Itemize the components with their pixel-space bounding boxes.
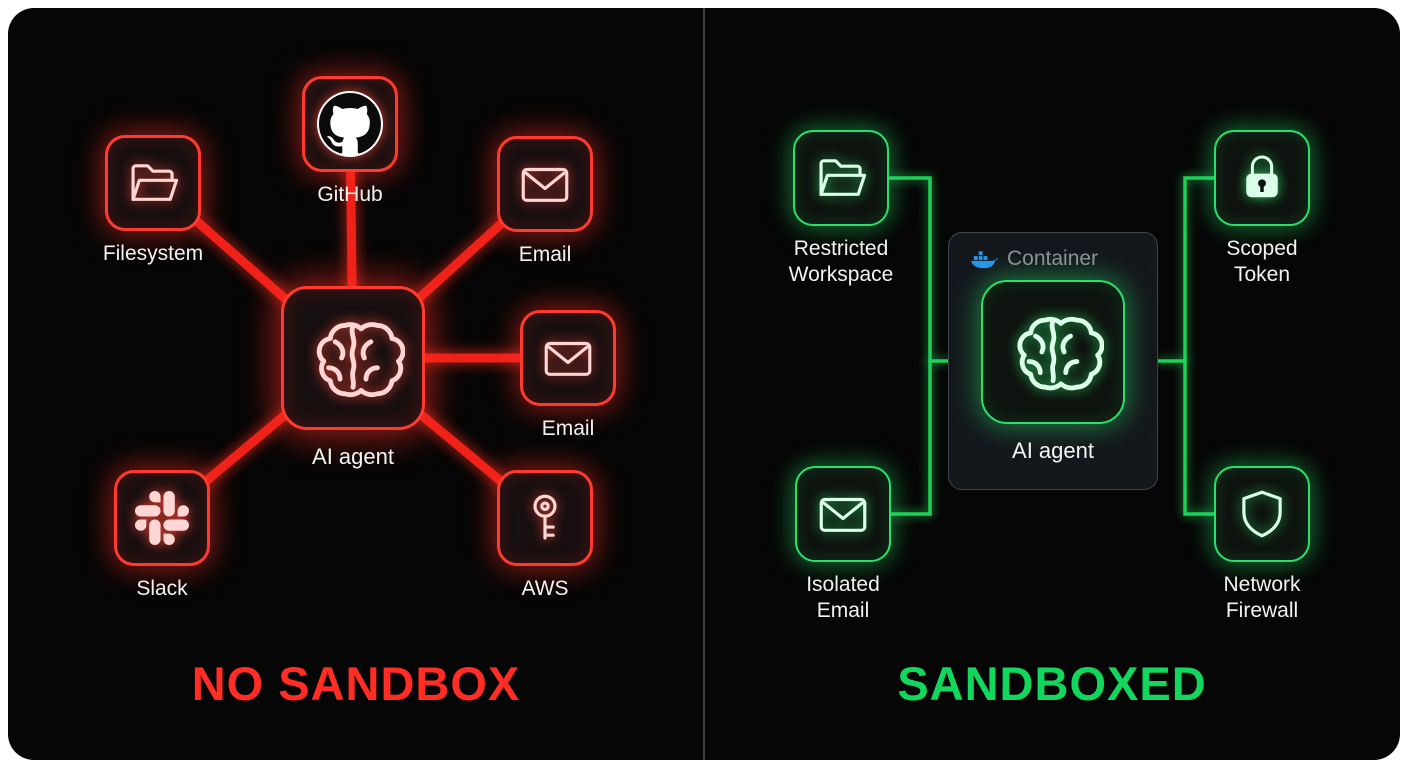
node-box [1214, 466, 1310, 562]
ai-agent-label: AI agent [1012, 438, 1094, 463]
folder-icon [812, 149, 870, 207]
node-label: Scoped Token [1226, 237, 1298, 286]
ai-agent-label: AI agent [312, 444, 394, 469]
panel-divider [703, 8, 705, 760]
shield-icon [1233, 485, 1291, 543]
email-icon [539, 329, 597, 387]
github-icon [317, 91, 383, 157]
node-label: Filesystem [102, 242, 204, 265]
email-icon [814, 485, 872, 543]
node-filesystem: Filesystem [103, 135, 203, 265]
key-icon [516, 489, 574, 547]
ai-agent-box [981, 280, 1125, 424]
node-scoped-token: Scoped Token [1214, 130, 1310, 286]
node-aws: AWS [497, 470, 593, 600]
node-label: Email [518, 243, 572, 266]
node-github: GitHub [302, 76, 398, 206]
node-box [1214, 130, 1310, 226]
node-network-firewall: Network Firewall [1214, 466, 1310, 622]
brain-icon [301, 306, 405, 410]
folder-icon [124, 154, 182, 212]
lock-icon [1234, 150, 1290, 206]
container-label: Container [1007, 247, 1099, 270]
diagram-canvas: Filesystem GitHub Email Email [8, 8, 1400, 760]
node-box [302, 76, 398, 172]
node-box [795, 466, 891, 562]
node-label: Slack [136, 577, 188, 600]
node-ai-agent: AI agent [281, 286, 425, 470]
panel-title-sandboxed: SANDBOXED [897, 657, 1207, 710]
node-email-right: Email [520, 310, 616, 440]
container-header: Container [949, 233, 1157, 271]
node-box [520, 310, 616, 406]
node-box [105, 135, 201, 231]
node-box [114, 470, 210, 566]
node-isolated-email: Isolated Email [795, 466, 891, 622]
node-label: Isolated Email [806, 573, 880, 622]
docker-icon [971, 249, 998, 269]
node-box [793, 130, 889, 226]
slack-icon [135, 491, 189, 545]
node-label: Network Firewall [1223, 573, 1301, 622]
node-label: Restricted Workspace [788, 237, 894, 286]
node-label: GitHub [317, 183, 383, 206]
node-box [497, 136, 593, 232]
email-icon [516, 155, 574, 213]
node-label: Email [541, 417, 595, 440]
panel-title-no-sandbox: NO SANDBOX [191, 657, 521, 710]
node-label: AWS [521, 577, 569, 600]
node-restricted-workspace: Restricted Workspace [789, 130, 893, 286]
ai-agent-box [281, 286, 425, 430]
container-box: Container AI agent [948, 232, 1158, 490]
brain-icon [1002, 301, 1104, 403]
node-slack: Slack [114, 470, 210, 600]
node-box [497, 470, 593, 566]
node-email-top: Email [497, 136, 593, 266]
